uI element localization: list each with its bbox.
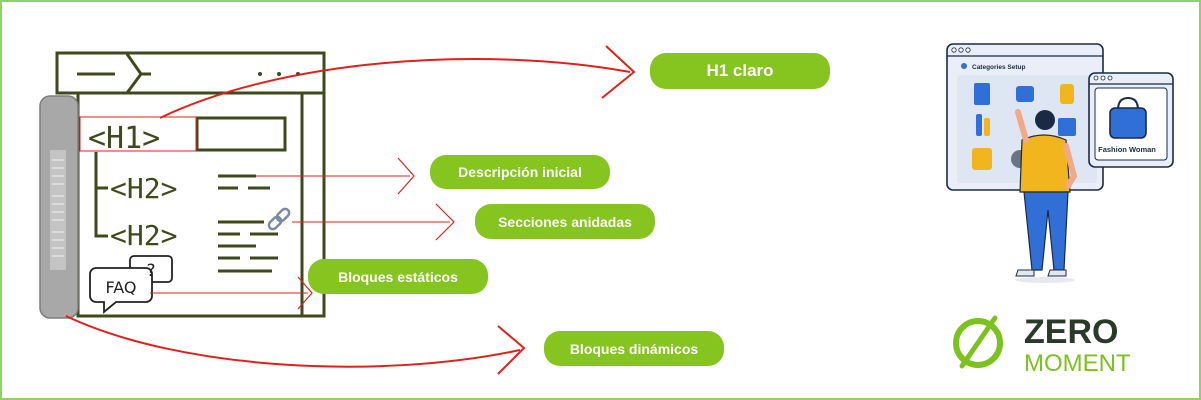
wireframe-h1-box <box>195 116 287 152</box>
faq-question-mark: ? <box>146 261 155 281</box>
faq-text: FAQ <box>106 278 137 297</box>
logo-moment-text: MOMENT <box>1024 350 1131 377</box>
wireframe-tree-1 <box>94 152 108 190</box>
label-h1-claro: H1 claro <box>650 53 830 89</box>
link-icon <box>267 207 291 231</box>
label-descripcion-inicial: Descripción inicial <box>430 155 610 189</box>
red-connectors <box>65 45 636 375</box>
arrow-bloques-dinamicos <box>65 315 521 368</box>
illustration <box>946 43 1174 283</box>
arrow-h1-claro <box>159 58 631 119</box>
logo-zero-text: ZERO <box>1024 313 1118 351</box>
wireframe-h1-tag: <H1> <box>88 121 160 156</box>
wireframe-tree-2 <box>94 188 108 238</box>
wireframe-document <box>55 51 326 318</box>
arrow-h1-claro-head <box>601 45 636 99</box>
label-bloques-estaticos: Bloques estáticos <box>308 259 488 294</box>
window-title: Categories Setup <box>972 64 1025 71</box>
zero-moment-logo <box>953 315 1003 369</box>
wireframe-header-divider <box>125 53 143 94</box>
wireframe-side-scrollbar <box>39 95 79 319</box>
faq-bubble-icon <box>89 255 173 314</box>
wireframe-h2-tag-2: <H2> <box>110 219 177 252</box>
label-secciones-anidadas: Secciones anidadas <box>475 204 655 239</box>
wireframe-h2-tag-1: <H2> <box>110 172 177 205</box>
arrow-bloques-dinamicos-head <box>497 325 526 375</box>
label-bloques-dinamicos: Bloques dinámicos <box>544 331 724 366</box>
fashion-woman-label: Fashion Woman <box>1098 145 1156 154</box>
